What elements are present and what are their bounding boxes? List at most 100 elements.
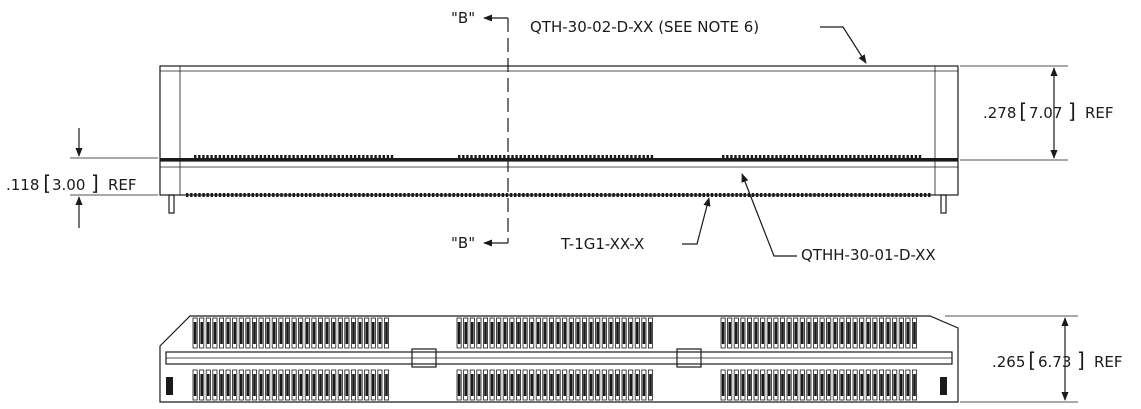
contact-tail [571,193,574,197]
contact-tail [423,193,427,197]
pin-core [556,374,560,396]
contact-tooth [263,155,267,158]
contact-tooth [576,155,580,158]
contact-tail [878,193,882,197]
pin-core [345,374,349,396]
pin-core [834,374,837,396]
pin-core [523,322,527,344]
bracket-close: ] [1068,99,1076,123]
pin [575,317,581,349]
pin [615,317,621,349]
pin [634,317,640,349]
pin [806,369,812,401]
pin [489,369,495,401]
pin [852,317,858,349]
contact-tooth [329,155,332,158]
contact-tooth [738,155,741,158]
pin-core [279,374,283,396]
pin [628,317,634,349]
contact-tooth [259,155,262,158]
pin [278,369,284,401]
pin [489,317,495,349]
contact-tail [555,193,558,197]
pin-core [372,322,375,344]
pin [839,317,845,349]
contact-tooth [581,155,584,158]
contact-tail [534,193,537,197]
contact-tail [276,193,279,197]
contact-tail [473,193,476,197]
contact-tail [706,193,710,197]
pin-core [873,374,877,396]
pin-core [589,374,593,396]
contact-tooth [247,155,250,158]
pin-core [867,374,870,396]
contact-tail [329,193,332,197]
contact-tail [358,193,361,197]
pin-core [576,322,580,344]
pin [793,317,799,349]
pin [542,317,548,349]
pin-core [774,322,778,344]
pin [535,369,541,401]
pin [463,317,469,349]
contact-tail [698,193,701,197]
pin-core [339,322,342,344]
contact-tail [874,193,878,197]
pin [628,369,634,401]
pin [753,317,759,349]
contact-tooth [548,155,551,158]
pin [839,369,845,401]
pin [780,317,786,349]
right-end-slot [940,377,947,395]
contact-tooth [820,155,823,158]
pin [502,317,508,349]
pin-core [636,322,639,344]
contact-tail [924,193,927,197]
pin-core [259,374,263,396]
contact-tail [272,193,275,197]
contact-tail [526,193,529,197]
bottom-part-leader [741,173,797,257]
pin-core [754,322,758,344]
pin [582,369,588,401]
pin [205,317,211,349]
pin-core [556,322,560,344]
contact-tail [657,193,660,197]
pin [733,369,739,401]
contact-tooth [378,155,381,158]
pin [370,369,376,401]
upper-contact-row [194,155,922,158]
mating-seam [160,158,958,161]
pin [865,369,871,401]
contact-tail [883,193,886,197]
post-label: T-1G1-XX-X [560,235,644,253]
contact-tail [714,193,718,197]
pin-core [240,322,243,344]
contact-tail [854,193,857,197]
contact-tooth [382,155,385,158]
contact-tail [673,193,677,197]
pin [720,369,726,401]
pin [298,317,304,349]
pin-core [900,322,903,344]
contact-tail [317,193,320,197]
contact-tooth [840,155,844,158]
lower-contact-row [186,193,931,197]
contact-tail [637,193,640,197]
contact-tail [518,193,521,197]
contact-tail [760,193,763,197]
pin-core [292,374,296,396]
bracket-close: ] [1077,348,1085,372]
pin-core [570,322,573,344]
contact-tooth [337,155,340,158]
pin-core [220,322,223,344]
contact-tail [719,193,722,197]
pin-core [636,374,639,396]
contact-tooth [750,155,754,158]
contact-tooth [869,155,872,158]
pin-core [748,322,751,344]
pin [786,317,792,349]
contact-tail [919,193,923,197]
pin-core [834,322,837,344]
